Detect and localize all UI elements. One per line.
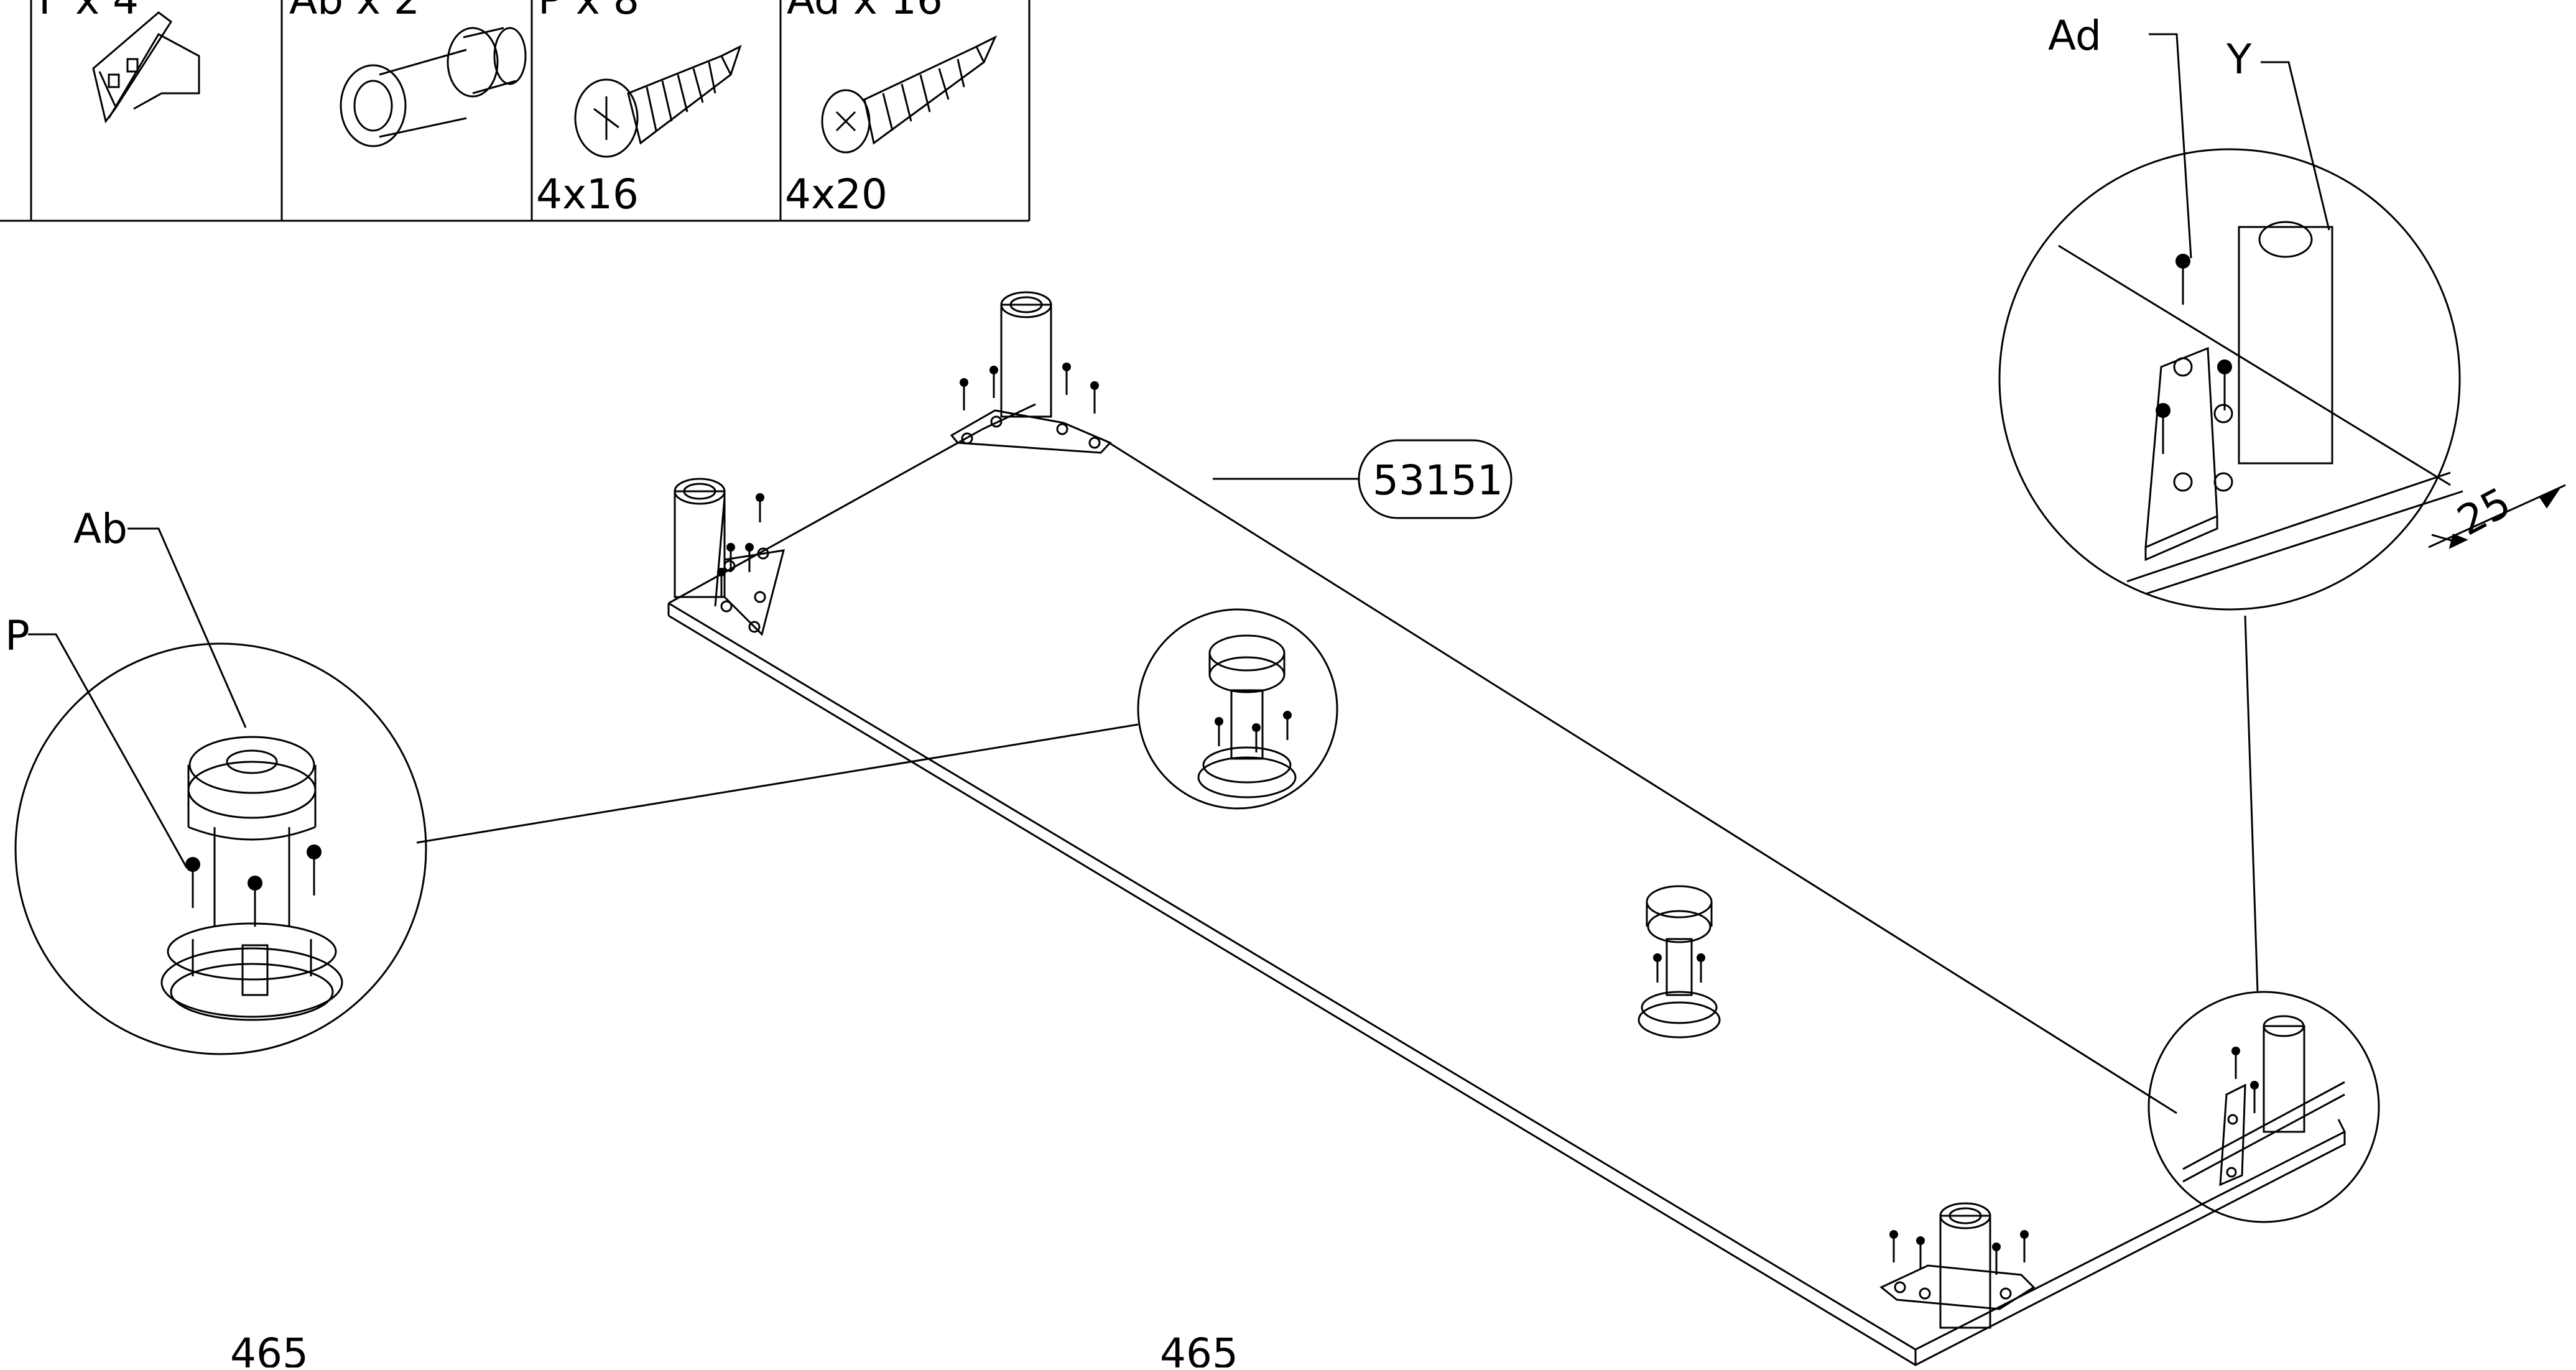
dim-width-left: 465 <box>230 1330 308 1368</box>
leg-middle-adjustable <box>1638 885 1721 1039</box>
leader-lines <box>28 33 2566 993</box>
cell-p-size: 4x16 <box>536 170 639 218</box>
leg-front-right <box>2219 1015 2305 1187</box>
leg-ab-icon <box>340 27 527 147</box>
leg-front-bottom <box>1879 1202 2036 1329</box>
detail-circle-right <box>1998 148 2463 611</box>
detail-circle-left <box>14 642 427 1055</box>
cell-f-qty: F x 4 <box>39 0 139 24</box>
screw-heads <box>185 254 2259 1251</box>
cell-ad-size: 4x20 <box>785 170 887 218</box>
label-part-number: 53151 <box>1373 456 1503 504</box>
screws <box>192 261 2256 1275</box>
label-p: P <box>5 612 30 660</box>
label-ab: Ab <box>73 505 127 553</box>
label-y: Y <box>2226 35 2252 83</box>
dim-width-right: 465 <box>1160 1330 1238 1368</box>
part-number-bubble <box>1358 439 1513 519</box>
leg-back-left <box>674 478 785 636</box>
dimension-labels: 25 465 465 <box>230 478 2518 1370</box>
screw-ad-icon <box>821 35 998 154</box>
bracket-f-icon <box>92 11 200 124</box>
base-board <box>667 403 2347 1366</box>
cell-p-qty: P x 8 <box>538 0 639 24</box>
cell-ad-qty: Ad x 16 <box>787 0 943 24</box>
callout-labels: Ad Y Ab P 53151 <box>5 12 2252 660</box>
leg-back-middle <box>950 291 1112 454</box>
detail-circle-small <box>1137 608 1338 810</box>
parts-table <box>0 0 1031 222</box>
table-labels: F x 4 Ab x 2 P x 8 Ad x 16 4x16 4x20 <box>39 0 943 218</box>
dim-edge-offset: 25 <box>2450 478 2518 545</box>
cell-ab-qty: Ab x 2 <box>289 0 420 24</box>
screw-p-icon <box>574 45 742 158</box>
label-ad: Ad <box>2048 12 2101 60</box>
detail-circle-corner <box>2147 991 2380 1223</box>
